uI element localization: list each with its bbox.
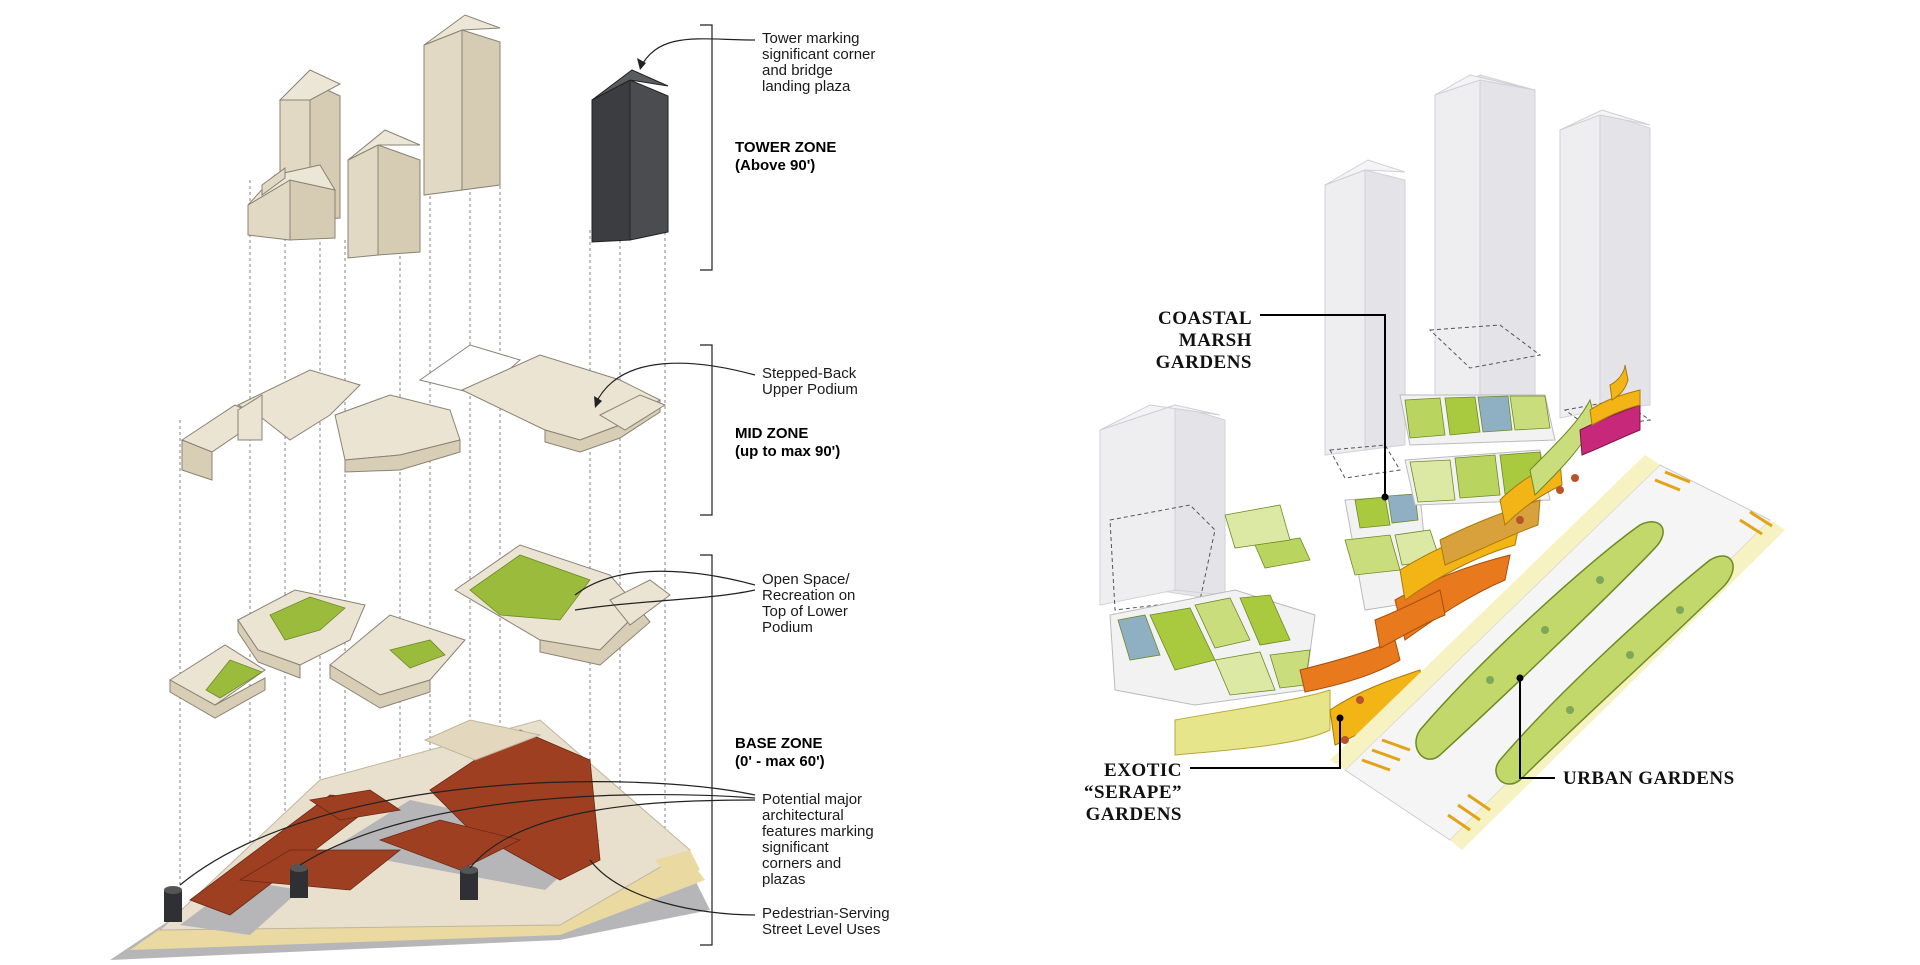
callout-line: Podium	[762, 619, 813, 636]
callout-line: plazas	[762, 871, 805, 888]
callout-line: Recreation on	[762, 587, 855, 604]
mid-zone-name: MID ZONE	[735, 425, 808, 442]
callout-line: Potential major	[762, 791, 862, 808]
callout-line: significant	[762, 839, 830, 856]
label-line: COASTAL	[1158, 308, 1252, 329]
urban-gardens-park	[1330, 455, 1785, 850]
low-building	[1099, 404, 1226, 611]
left-massing-diagram: TOWER ZONE (Above 90') MID ZONE (up to m…	[110, 14, 890, 960]
callout-open-space: Open Space/ Recreation on Top of Lower P…	[762, 571, 855, 636]
right-garden-diagram: COASTAL MARSH GARDENS EXOTIC “SERAPE” GA…	[1084, 74, 1785, 850]
label-line: MARSH	[1179, 330, 1252, 351]
mid-zone-podiums	[180, 344, 667, 481]
rooftop-gardens-left	[1109, 504, 1316, 706]
label-line: URBAN GARDENS	[1563, 768, 1735, 789]
callout-street: Pedestrian-Serving Street Level Uses	[762, 905, 890, 938]
base-zone-ground	[110, 719, 710, 960]
callout-leaders	[179, 38, 756, 916]
callout-line: Pedestrian-Serving	[762, 905, 890, 922]
mid-zone-range: (up to max 90')	[735, 443, 840, 460]
zone-brackets	[700, 24, 713, 946]
rooftop-gardens-center	[1344, 394, 1556, 611]
label-exotic-serape: EXOTIC “SERAPE” GARDENS	[1084, 760, 1182, 825]
crosswalk-stripes	[1361, 470, 1773, 832]
callout-features: Potential major architectural features m…	[762, 791, 874, 888]
label-line: GARDENS	[1086, 804, 1182, 825]
callout-line: features marking	[762, 823, 874, 840]
callout-line: significant corner	[762, 46, 875, 63]
label-line: EXOTIC	[1104, 760, 1182, 781]
label-urban-gardens: URBAN GARDENS	[1563, 768, 1735, 789]
base-zone-name: BASE ZONE	[735, 735, 823, 752]
callout-tower: Tower marking significant corner and bri…	[762, 30, 875, 95]
callout-stepped: Stepped-Back Upper Podium	[762, 365, 858, 398]
label-line: “SERAPE”	[1084, 782, 1182, 803]
callout-line: corners and	[762, 855, 841, 872]
callout-line: landing plaza	[762, 78, 851, 95]
lower-podiums	[169, 544, 671, 719]
tower-zone-range: (Above 90')	[735, 157, 815, 174]
callout-line: Stepped-Back	[762, 365, 857, 382]
base-zone-range: (0' - max 60')	[735, 753, 825, 770]
callout-line: Street Level Uses	[762, 921, 880, 938]
callout-line: Top of Lower	[762, 603, 848, 620]
callout-line: Open Space/	[762, 571, 850, 588]
callout-line: and bridge	[762, 62, 833, 79]
serape-ribbons	[1174, 364, 1641, 756]
label-line: GARDENS	[1156, 352, 1252, 373]
callout-line: architectural	[762, 807, 844, 824]
label-coastal-marsh: COASTAL MARSH GARDENS	[1156, 308, 1252, 373]
callout-line: Upper Podium	[762, 381, 858, 398]
garden-leaders	[1190, 314, 1555, 779]
tower-zone-name: TOWER ZONE	[735, 139, 836, 156]
tower-zone-buildings	[247, 14, 669, 259]
callout-line: Tower marking	[762, 30, 860, 47]
